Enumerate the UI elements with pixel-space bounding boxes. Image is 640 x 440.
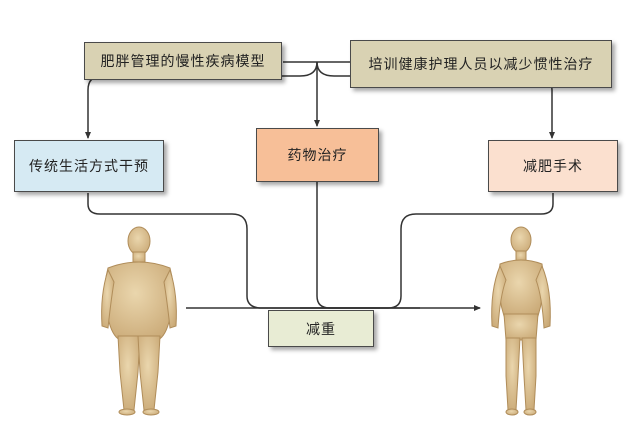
weight-loss-box: 减重	[268, 310, 374, 347]
chronic-disease-model-label: 肥胖管理的慢性疾病模型	[100, 54, 266, 70]
obese-figure	[101, 226, 177, 416]
slim-figure	[491, 226, 551, 416]
medication-label: 药物治疗	[287, 148, 348, 164]
training-label: 培训健康护理人员以减少惯性治疗	[368, 57, 594, 73]
connector-from-medication	[316, 182, 420, 309]
connector-from-lifestyle	[87, 193, 380, 309]
connector-from-surgery	[300, 193, 554, 309]
bariatric-surgery-box: 减肥手术	[488, 140, 618, 192]
bariatric-surgery-label: 减肥手术	[523, 159, 583, 175]
training-box: 培训健康护理人员以减少惯性治疗	[350, 40, 612, 88]
medication-box: 药物治疗	[256, 128, 379, 182]
lifestyle-intervention-box: 传统生活方式干预	[14, 140, 164, 192]
weight-loss-label: 减重	[306, 321, 336, 338]
lifestyle-intervention-label: 传统生活方式干预	[29, 159, 149, 175]
chronic-disease-model-box: 肥胖管理的慢性疾病模型	[84, 42, 282, 80]
